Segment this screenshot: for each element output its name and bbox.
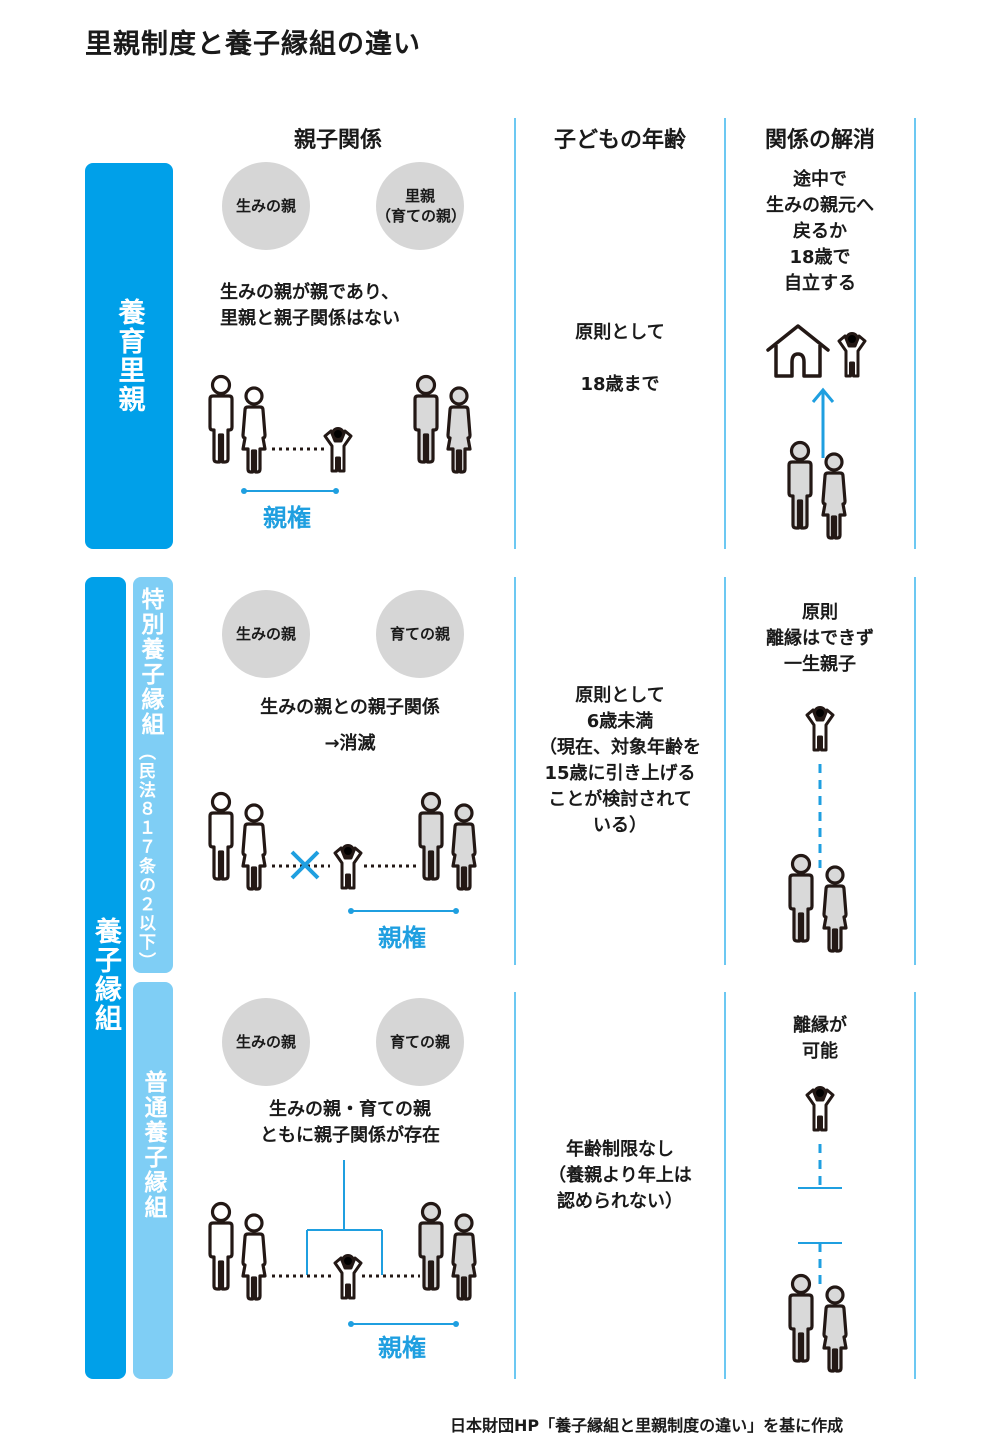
foster-father-icon	[413, 374, 439, 464]
child-icon	[805, 706, 835, 752]
adoptive-father-icon	[418, 1201, 444, 1291]
source-footnote: 日本財団HP「養子縁組と里親制度の違い」を基に作成	[450, 1416, 844, 1435]
bracket-link	[306, 1160, 383, 1275]
birth-mother-icon	[241, 386, 267, 474]
birth-father-icon	[208, 374, 234, 464]
category-bar-foster: 養育里親	[85, 163, 173, 549]
adoptive-mother-icon	[822, 865, 848, 953]
foster-mother-icon	[821, 452, 847, 540]
age-text-foster: 原則として 18歳まで	[575, 322, 665, 396]
adoptive-father-icon	[788, 853, 814, 943]
category-label-foster: 養育里親	[113, 298, 145, 414]
circle-raising-parent: 育ての親	[376, 998, 464, 1086]
subcategory-label-ordinary: 普通養子縁組	[140, 1070, 166, 1220]
adoptive-mother-icon	[451, 1213, 477, 1301]
adoptive-mother-icon	[451, 803, 477, 891]
relationship-text-special: 生みの親との親子関係 →消滅	[260, 697, 440, 754]
category-label-adoption: 養子縁組	[90, 917, 121, 1033]
ordinary-adoption-illustration	[208, 1160, 477, 1327]
child-icon	[837, 332, 867, 378]
birth-father-icon	[208, 1201, 234, 1291]
subcategory-label-special: 特別養子縁組	[137, 587, 163, 737]
foster-relationship-illustration	[208, 374, 472, 494]
law-note-special: （民法８１７条の２以下）	[135, 743, 155, 971]
child-icon	[323, 427, 353, 473]
dissolution-text-ordinary: 離縁が 可能	[793, 1015, 847, 1063]
circle-birth-parent: 生みの親	[222, 998, 310, 1086]
column-divider	[514, 992, 516, 1379]
column-divider	[514, 577, 516, 965]
birth-mother-icon	[241, 1213, 267, 1301]
cross-icon	[290, 850, 320, 880]
dissolution-text-foster: 途中で 生みの親元へ 戻るか 18歳で 自立する	[766, 169, 874, 295]
custody-label-ordinary: 親権	[378, 1334, 426, 1362]
birth-father-icon	[208, 791, 234, 881]
special-adoption-illustration	[208, 791, 477, 914]
foster-father-icon	[787, 440, 813, 530]
relationship-text-ordinary: 生みの親・育ての親 ともに親子関係が存在	[260, 1099, 440, 1147]
circle-raising-parent: 育ての親	[376, 590, 464, 678]
custody-label-special: 親権	[378, 924, 426, 952]
custody-label-foster: 親権	[263, 504, 311, 532]
column-divider	[724, 118, 726, 549]
age-text-special: 原則として 6歳未満 （現在、対象年齢を 15歳に引き上げる ことが検討されて …	[539, 685, 701, 837]
adoptive-father-icon	[418, 791, 444, 881]
column-header-relationship: 親子関係	[293, 128, 382, 153]
circle-birth-parent: 生みの親	[222, 590, 310, 678]
column-header-child-age: 子どもの年齢	[553, 128, 686, 153]
subcategory-bar-ordinary-adoption: 普通養子縁組	[133, 982, 173, 1379]
subcategory-bar-special-adoption: 特別養子縁組 （民法８１７条の２以下）	[133, 577, 173, 973]
foster-dissolution-illustration	[766, 324, 867, 540]
column-divider	[914, 577, 916, 965]
category-bar-adoption: 養子縁組	[85, 577, 126, 1379]
page-title: 里親制度と養子縁組の違い	[85, 29, 421, 60]
relationship-text-foster: 生みの親が親であり、 里親と親子関係はない	[220, 282, 400, 330]
column-divider	[724, 577, 726, 965]
adoptive-mother-icon	[822, 1285, 848, 1373]
column-header-dissolution: 関係の解消	[764, 128, 875, 153]
column-divider	[914, 992, 916, 1379]
column-divider	[724, 992, 726, 1379]
child-icon	[333, 1254, 363, 1300]
house-icon	[766, 324, 830, 378]
circle-birth-parent: 生みの親	[222, 162, 310, 250]
circle-foster-parent: 里親 （育ての親）	[376, 162, 466, 250]
dissolution-text-special: 原則 離縁はできず 一生親子	[766, 602, 874, 676]
adoptive-father-icon	[788, 1273, 814, 1363]
birth-mother-icon	[241, 803, 267, 891]
child-icon	[805, 1086, 835, 1132]
special-dissolution-illustration	[788, 706, 848, 953]
foster-mother-icon	[446, 386, 472, 474]
column-divider	[914, 118, 916, 549]
column-divider	[514, 118, 516, 549]
ordinary-dissolution-illustration	[788, 1086, 848, 1373]
age-text-ordinary: 年齢制限なし （養親より年上は 認められない）	[548, 1139, 692, 1213]
child-icon	[333, 844, 363, 890]
